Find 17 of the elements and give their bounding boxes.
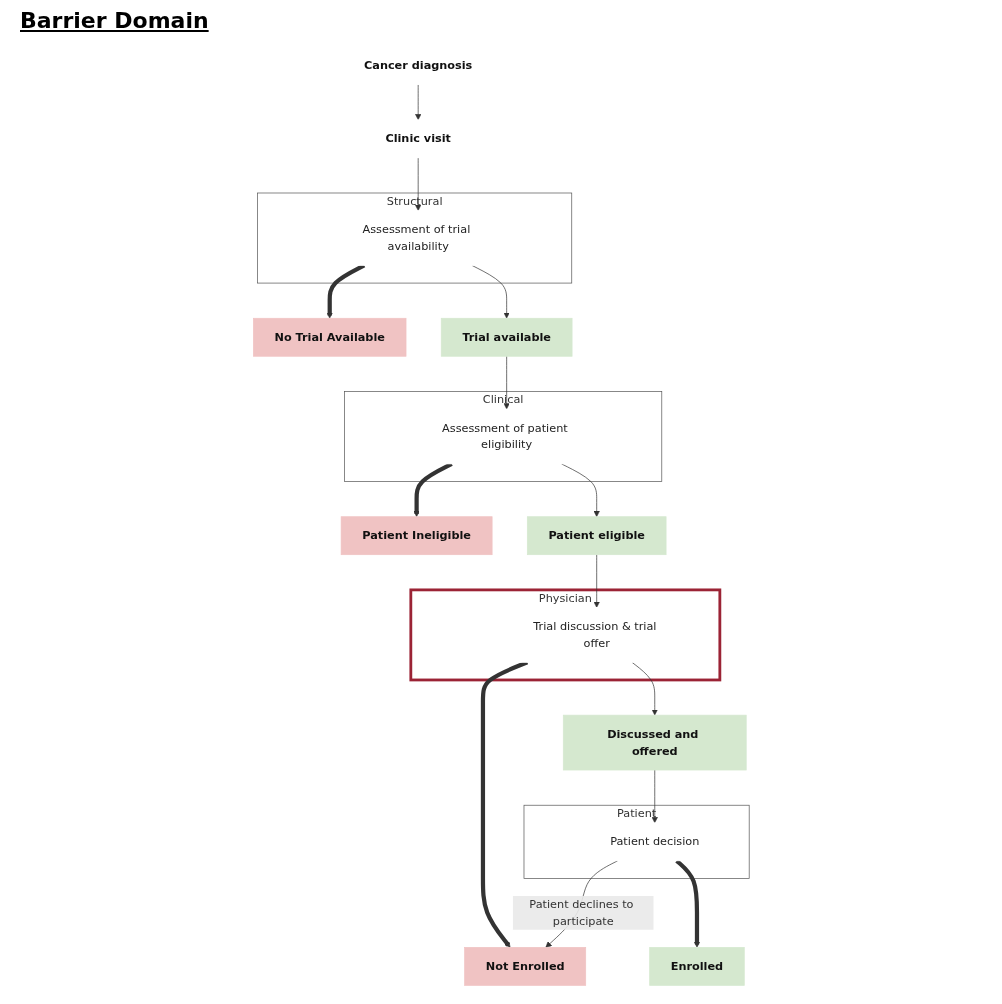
node-box: Patient eligible <box>526 516 667 556</box>
node-text: Trial discussion & trial offer <box>533 619 657 650</box>
node-box: Discussed and offered <box>562 714 747 771</box>
edge-label: Patient declines to participate <box>529 897 634 928</box>
node-box: Trial available <box>440 317 573 357</box>
node-box: Patient Ineligible <box>340 516 493 556</box>
node-text: Cancer diagnosis <box>363 58 473 72</box>
heading-label: Barrier Domain <box>20 8 210 33</box>
arrow <box>413 462 453 517</box>
node-box: No Trial Available <box>252 317 407 357</box>
node-text: Assessment of trial availability <box>362 222 470 253</box>
node-text: Patient decision <box>609 834 700 849</box>
node-text: Clinic visit <box>385 131 451 146</box>
node-box: Not Enrolled <box>464 947 586 986</box>
node-box: Enrolled <box>649 947 745 986</box>
arrow <box>675 859 700 948</box>
node-text: Assessment of patient eligibility <box>441 421 568 452</box>
